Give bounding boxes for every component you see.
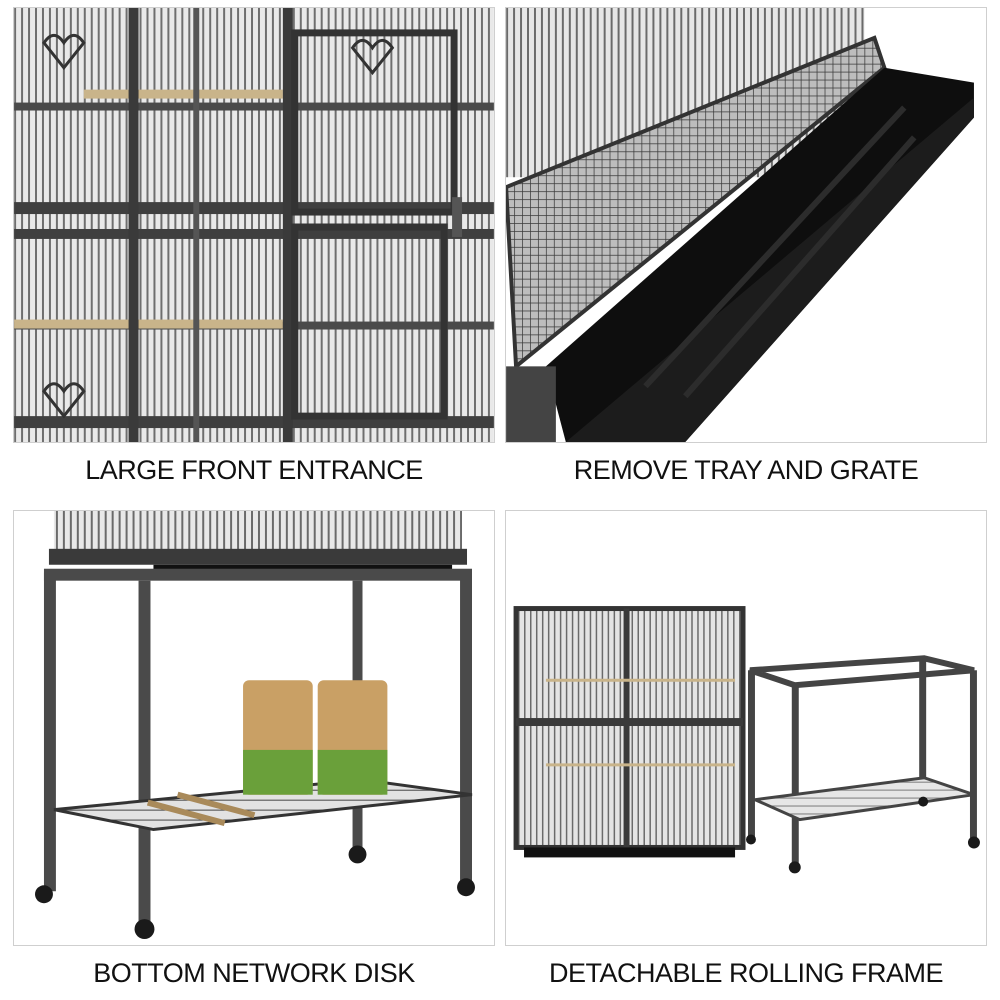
cage-and-stand-image — [506, 511, 986, 945]
caption-bottom-network-disk: BOTTOM NETWORK DISK — [93, 958, 415, 988]
photo-panel-bottom-shelf — [13, 510, 495, 946]
stand-bottom-shelf-image — [14, 511, 494, 945]
caption-rolling-frame: DETACHABLE ROLLING FRAME — [548, 958, 944, 988]
pull-out-tray-image — [506, 8, 986, 442]
photo-panel-tray — [505, 7, 987, 443]
cage-front-doors-image — [14, 8, 494, 442]
caption-front-entrance: LARGE FRONT ENTRANCE — [85, 455, 423, 485]
photo-panel-rolling-frame — [505, 510, 987, 946]
caption-remove-tray: REMOVE TRAY AND GRATE — [573, 455, 919, 485]
photo-panel-front-entrance — [13, 7, 495, 443]
